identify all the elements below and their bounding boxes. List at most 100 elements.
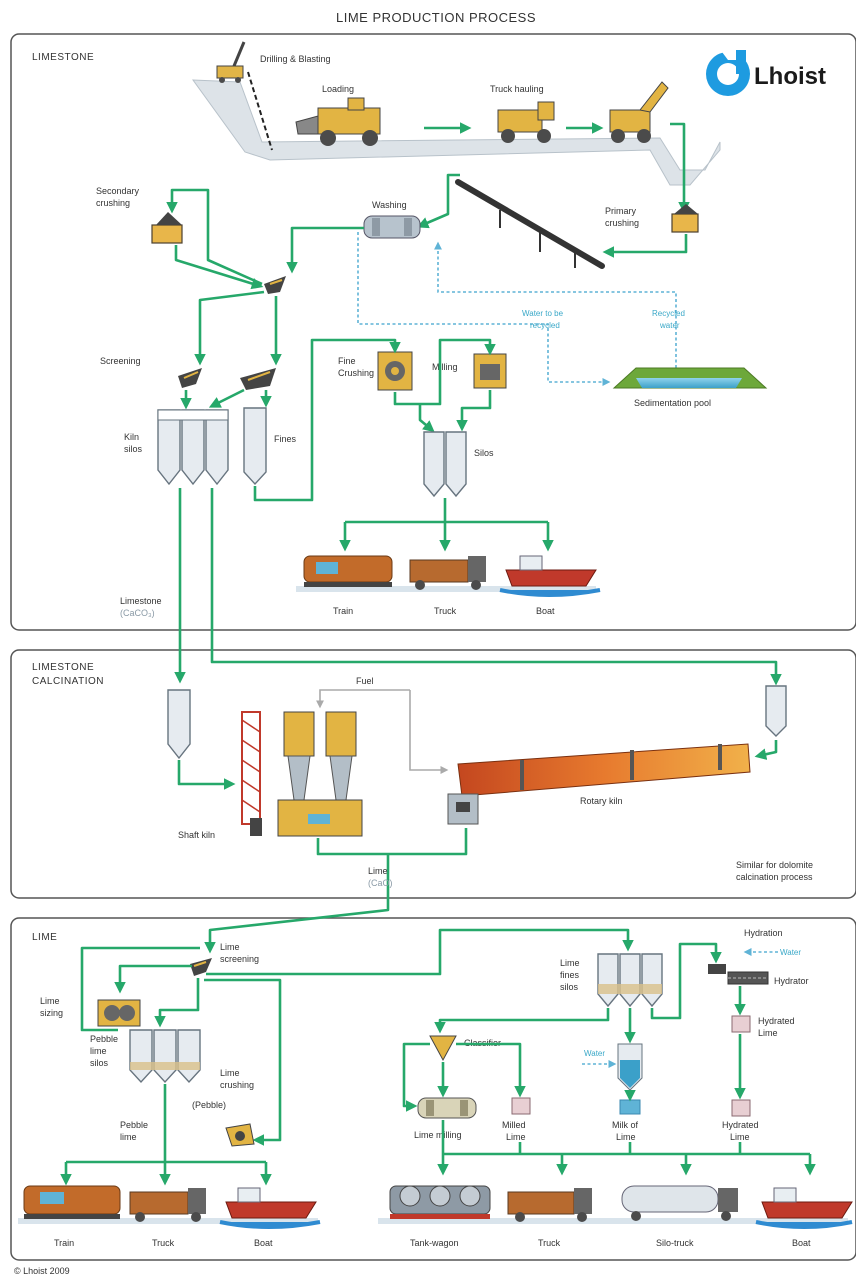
boat-icon-2 [219,1187,321,1229]
label-pebble-silos-2: lime [90,1046,107,1056]
hydrated-lime-bottom-icon [731,1099,751,1117]
fuel-line-to-rotary [409,690,449,774]
label-truck-2: Truck [152,1238,175,1248]
flow-silo-to-shaft-kiln [177,760,236,790]
lime-milling-icon [417,1097,477,1119]
label-truck-3: Truck [538,1238,561,1248]
milled-lime-icon [511,1097,531,1115]
boat-icon-3 [755,1187,853,1229]
lime-crusher-icon [225,1123,255,1147]
lhoist-logo: Lhoist [706,50,826,96]
pebble-silos-icon [129,1029,201,1084]
haul-truck-icon [497,101,555,143]
label-water-recycled-1: Water to be [522,309,564,318]
flow-primary-to-conveyor [602,234,688,258]
flow-lime-down [204,854,390,954]
section-calcination-heading-1: LIMESTONE [32,662,94,673]
primary-crusher-icon [671,204,699,233]
blast-line [247,71,273,151]
label-silos: Silos [474,448,494,458]
rotary-kiln-icon [447,743,751,825]
boat-icon [499,555,601,597]
transport-ground-2 [18,1218,318,1224]
label-lime-crushing-1: Lime [220,1068,240,1078]
label-milled-lime-2: Lime [506,1132,526,1142]
sedimentation-pool-icon [612,367,768,389]
section-lime-frame [10,917,856,1261]
truck-icon [409,556,486,590]
train-icon-2 [23,1185,121,1219]
product-silos-icon [423,431,467,498]
label-kiln-silos-1: Kiln [124,432,139,442]
label-primary-crushing-2: crushing [605,218,639,228]
label-fine-crushing-1: Fine [338,356,356,366]
flow-classifier-to-milling [402,1042,430,1112]
transport-ground-3 [378,1218,848,1224]
label-screening: Screening [100,356,141,366]
flow-lime-top [80,946,200,1032]
label-lime-fines-silos-2: fines [560,970,580,980]
screening-left-icon [178,368,202,388]
label-pebble-lime-2: lime [120,1132,137,1142]
silo-truck-icon [621,1185,738,1221]
flow-screen-to-crushing [204,978,282,1146]
label-truck: Truck [434,606,457,616]
flow-washing-to-screen [286,226,364,274]
label-lime-sizing-2: sizing [40,1008,63,1018]
truck-icon-3 [507,1188,592,1222]
section-limestone-frame [10,33,856,631]
flow-screen-to-kiln-silos-2 [208,388,245,408]
fine-crusher-icon [377,351,413,391]
label-lime-sizing-1: Lime [40,996,60,1006]
rotary-feed-hopper-icon [765,685,787,737]
label-rotary-kiln: Rotary kiln [580,796,623,806]
label-lime-2: (CaO) [368,878,393,888]
transport-ground-1 [296,586,596,592]
label-lime-screening-2: screening [220,954,259,964]
kiln-silos-icon [157,409,229,486]
label-water: Water [584,1049,605,1058]
label-secondary-crushing-2: crushing [96,198,130,208]
section-limestone-heading: LIMESTONE [32,52,94,63]
tank-wagon-icon [389,1185,491,1219]
conveyor-icon [455,179,605,269]
label-sedimentation-pool: Sedimentation pool [634,398,711,408]
lime-sizing-icon [97,999,141,1027]
washing-drum-icon [363,215,421,239]
flow-kilns-to-lime [316,828,468,856]
flow-dump-to-primary [670,122,690,214]
label-shaft-kiln: Shaft kiln [178,830,215,840]
label-fine-crushing-2: Crushing [338,368,374,378]
flow-screen-left [194,290,265,366]
label-milk-of-lime-2: Lime [616,1132,636,1142]
label-truck-hauling: Truck hauling [490,84,544,94]
brand-name: Lhoist [754,63,826,90]
flow-screen-to-fines [206,928,634,976]
label-hydrated-lime-bottom-2: Lime [730,1132,750,1142]
loader-icon [295,97,381,146]
mill-icon [473,353,507,389]
shaft-kiln-icon [241,711,363,837]
dump-truck-icon [609,81,669,143]
flow-screen-to-sizing [114,964,192,994]
label-pebble-lime-1: Pebble [120,1120,148,1130]
drill-rig-icon [216,41,246,83]
water-to-recycle [357,232,611,386]
label-dolomite-note-1: Similar for dolomite [736,860,813,870]
label-lime-1: Lime [368,866,388,876]
label-hydrated-lime-top-1: Hydrated [758,1016,795,1026]
label-silo-truck: Silo-truck [656,1238,694,1248]
fuel-line-to-shaft [316,689,410,709]
label-pebble-silos-1: Pebble [90,1034,118,1044]
water-recycled-return [434,241,677,368]
label-pebble-tag: (Pebble) [192,1100,226,1110]
label-washing: Washing [372,200,407,210]
label-milling: Milling [432,362,458,372]
label-limestone-output-1: Limestone [120,596,162,606]
label-fines: Fines [274,434,297,444]
flow-pebble-out [64,1084,268,1180]
label-boat-2: Boat [254,1238,273,1248]
truck-icon-2 [129,1188,206,1222]
flow-hopper-to-rotary [754,740,778,760]
